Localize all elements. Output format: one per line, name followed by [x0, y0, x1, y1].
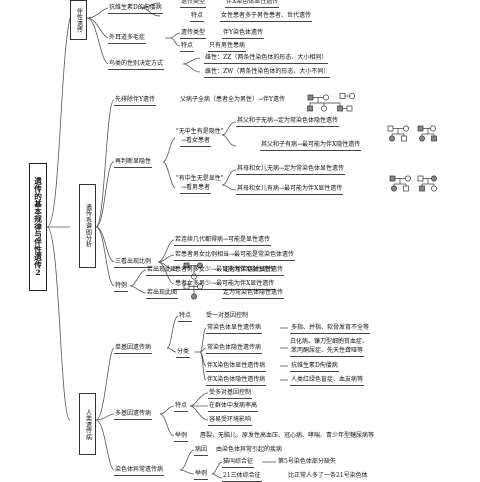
multi-feature-1: 受多对基因控制	[208, 389, 253, 399]
cri-du-chat: 猫叫综合征	[222, 458, 255, 468]
feature-value: 女性患者多于男性患者、世代遗传	[220, 12, 313, 22]
judge-dominance: 再判断显隐性	[114, 158, 153, 168]
class-auto-dominant-examples: 多指、并指、软骨发育不全等	[290, 324, 371, 334]
special-2-label: 若出现此图	[146, 289, 179, 299]
ratio-rule-1: 若连续几代都得病→可能是显性遗传	[174, 236, 272, 246]
multi-feature-label: 特点	[174, 402, 189, 412]
rule-x-dominant: 其母和女儿有病→最可能为伴X显性遗传	[236, 185, 344, 195]
class-auto-recessive: 常染色体隐性遗传病	[206, 344, 263, 354]
bird-male: 雄性：ZZ（两条性染色体的形态、大小相同）	[204, 54, 329, 64]
special-case: 特例	[114, 282, 129, 292]
multi-gene-disease: 多基因遗传病	[114, 410, 153, 420]
cri-du-chat-cause: 第5号染色体部分缺失	[278, 458, 336, 465]
anti-d-rickets: 抗维生素D的佝偻病	[108, 4, 163, 14]
rule-auto-dominant: 其母和女儿无病→定为常染色体显性遗传	[236, 165, 346, 175]
ear-type-value: 伴Y染色体遗传	[222, 29, 264, 39]
look-male: →看男患者	[180, 184, 212, 194]
chromosome-disease: 染色体异常遗传病	[114, 466, 165, 476]
feature-label: 特点	[190, 12, 205, 22]
classification-label: 分类	[176, 348, 191, 358]
class-x-recessive: 伴X染色体隐性遗传病	[206, 376, 267, 386]
ear-type-label: 遗传类型	[180, 29, 207, 39]
look-ratio: 三看出现比例	[114, 258, 153, 268]
exclude-y: 先排除伴Y遗传	[114, 96, 156, 106]
pedigree-y-linked	[307, 93, 355, 112]
bird-female: 雌性：ZW（两条性染色体的形态、大小不同）	[204, 68, 331, 78]
pedigree-x-recessive	[387, 125, 437, 142]
special-1-label: 若出现此图	[146, 266, 179, 276]
class-x-recessive-examples: 人类红绿色盲症、血友病等	[290, 376, 365, 386]
single-feature-value: 受一对基因控制	[206, 312, 249, 319]
you-zhong-sheng-wu: "有中生无是显性"	[176, 175, 224, 182]
class-auto-dominant: 常染色体显性遗传病	[206, 324, 263, 334]
special-1-value: 定为常染色体显性遗传	[222, 266, 285, 276]
branch-human-genetic-disease: 人类遗传病	[79, 393, 96, 455]
class-auto-recessive-examples-1: 白化病、镰刀型细胞贫血症、	[290, 338, 369, 345]
chrom-example-label: 举例	[194, 470, 209, 480]
type-label: 遗传类型	[180, 0, 207, 8]
branch-pedigree-analysis: 遗传系谱图分析	[79, 184, 96, 268]
exclude-y-rule: 父病子全病（患者全为男性）→伴Y遗传	[180, 96, 285, 103]
class-x-dominant: 伴X染色体显性遗传病	[206, 362, 267, 372]
wu-zhong-sheng-you: "无中生有是隐性"	[176, 128, 224, 135]
branch-sex-linked: 伴性遗传	[70, 0, 87, 40]
single-feature-label: 特点	[178, 312, 193, 322]
chrom-cause-value: 由染色体异常引起的疾病	[216, 446, 283, 453]
ear-feature-value: 只有男性患病	[208, 42, 247, 52]
special-2-value: 定为常染色体隐性遗传	[222, 289, 285, 299]
ratio-rule-4: 患者女多男少→最可能为伴X显性遗传	[174, 280, 276, 290]
multi-example-value: 唇裂、无脑儿、原发性高血压、冠心病、哮喘、青少年型糖尿病等	[200, 432, 375, 439]
rule-auto-recessive: 其父和子无病→定为常染色体隐性遗传	[236, 117, 340, 127]
multi-feature-3: 容易受环境影响	[208, 416, 253, 426]
look-female: →看女患者	[180, 137, 212, 147]
single-gene-disease: 单基因遗传病	[114, 344, 153, 354]
down-syndrome: 21三体综合征	[222, 472, 262, 482]
multi-feature-2: 在群体中发病率高	[208, 402, 259, 412]
ear-hair: 外耳道多毛症	[108, 34, 147, 44]
ratio-rule-2: 若患者男女比例相当→最可能是常染色体遗传	[174, 251, 296, 261]
chrom-cause-label: 病因	[194, 446, 209, 456]
down-syndrome-cause: 比正常人多了一条21号染色体	[288, 472, 368, 479]
ear-feature-label: 特点	[180, 42, 195, 52]
rule-x-recessive: 其父和子有病→最可能为伴X隐性遗传	[260, 141, 362, 151]
class-auto-recessive-examples-2: 苯丙酮尿症、先天性聋哑等	[290, 347, 365, 357]
root-topic: 遗传的基本规律与伴性遗传2	[29, 163, 47, 291]
type-value: 伴X染色体显性遗传	[225, 0, 280, 8]
multi-example-label: 举例	[174, 432, 189, 442]
class-x-dominant-examples: 抗维生素D佝偻病	[290, 362, 339, 372]
bird-sex-determination: 鸟类的性别决定方式	[108, 60, 165, 70]
pedigree-x-dominant	[389, 175, 437, 192]
